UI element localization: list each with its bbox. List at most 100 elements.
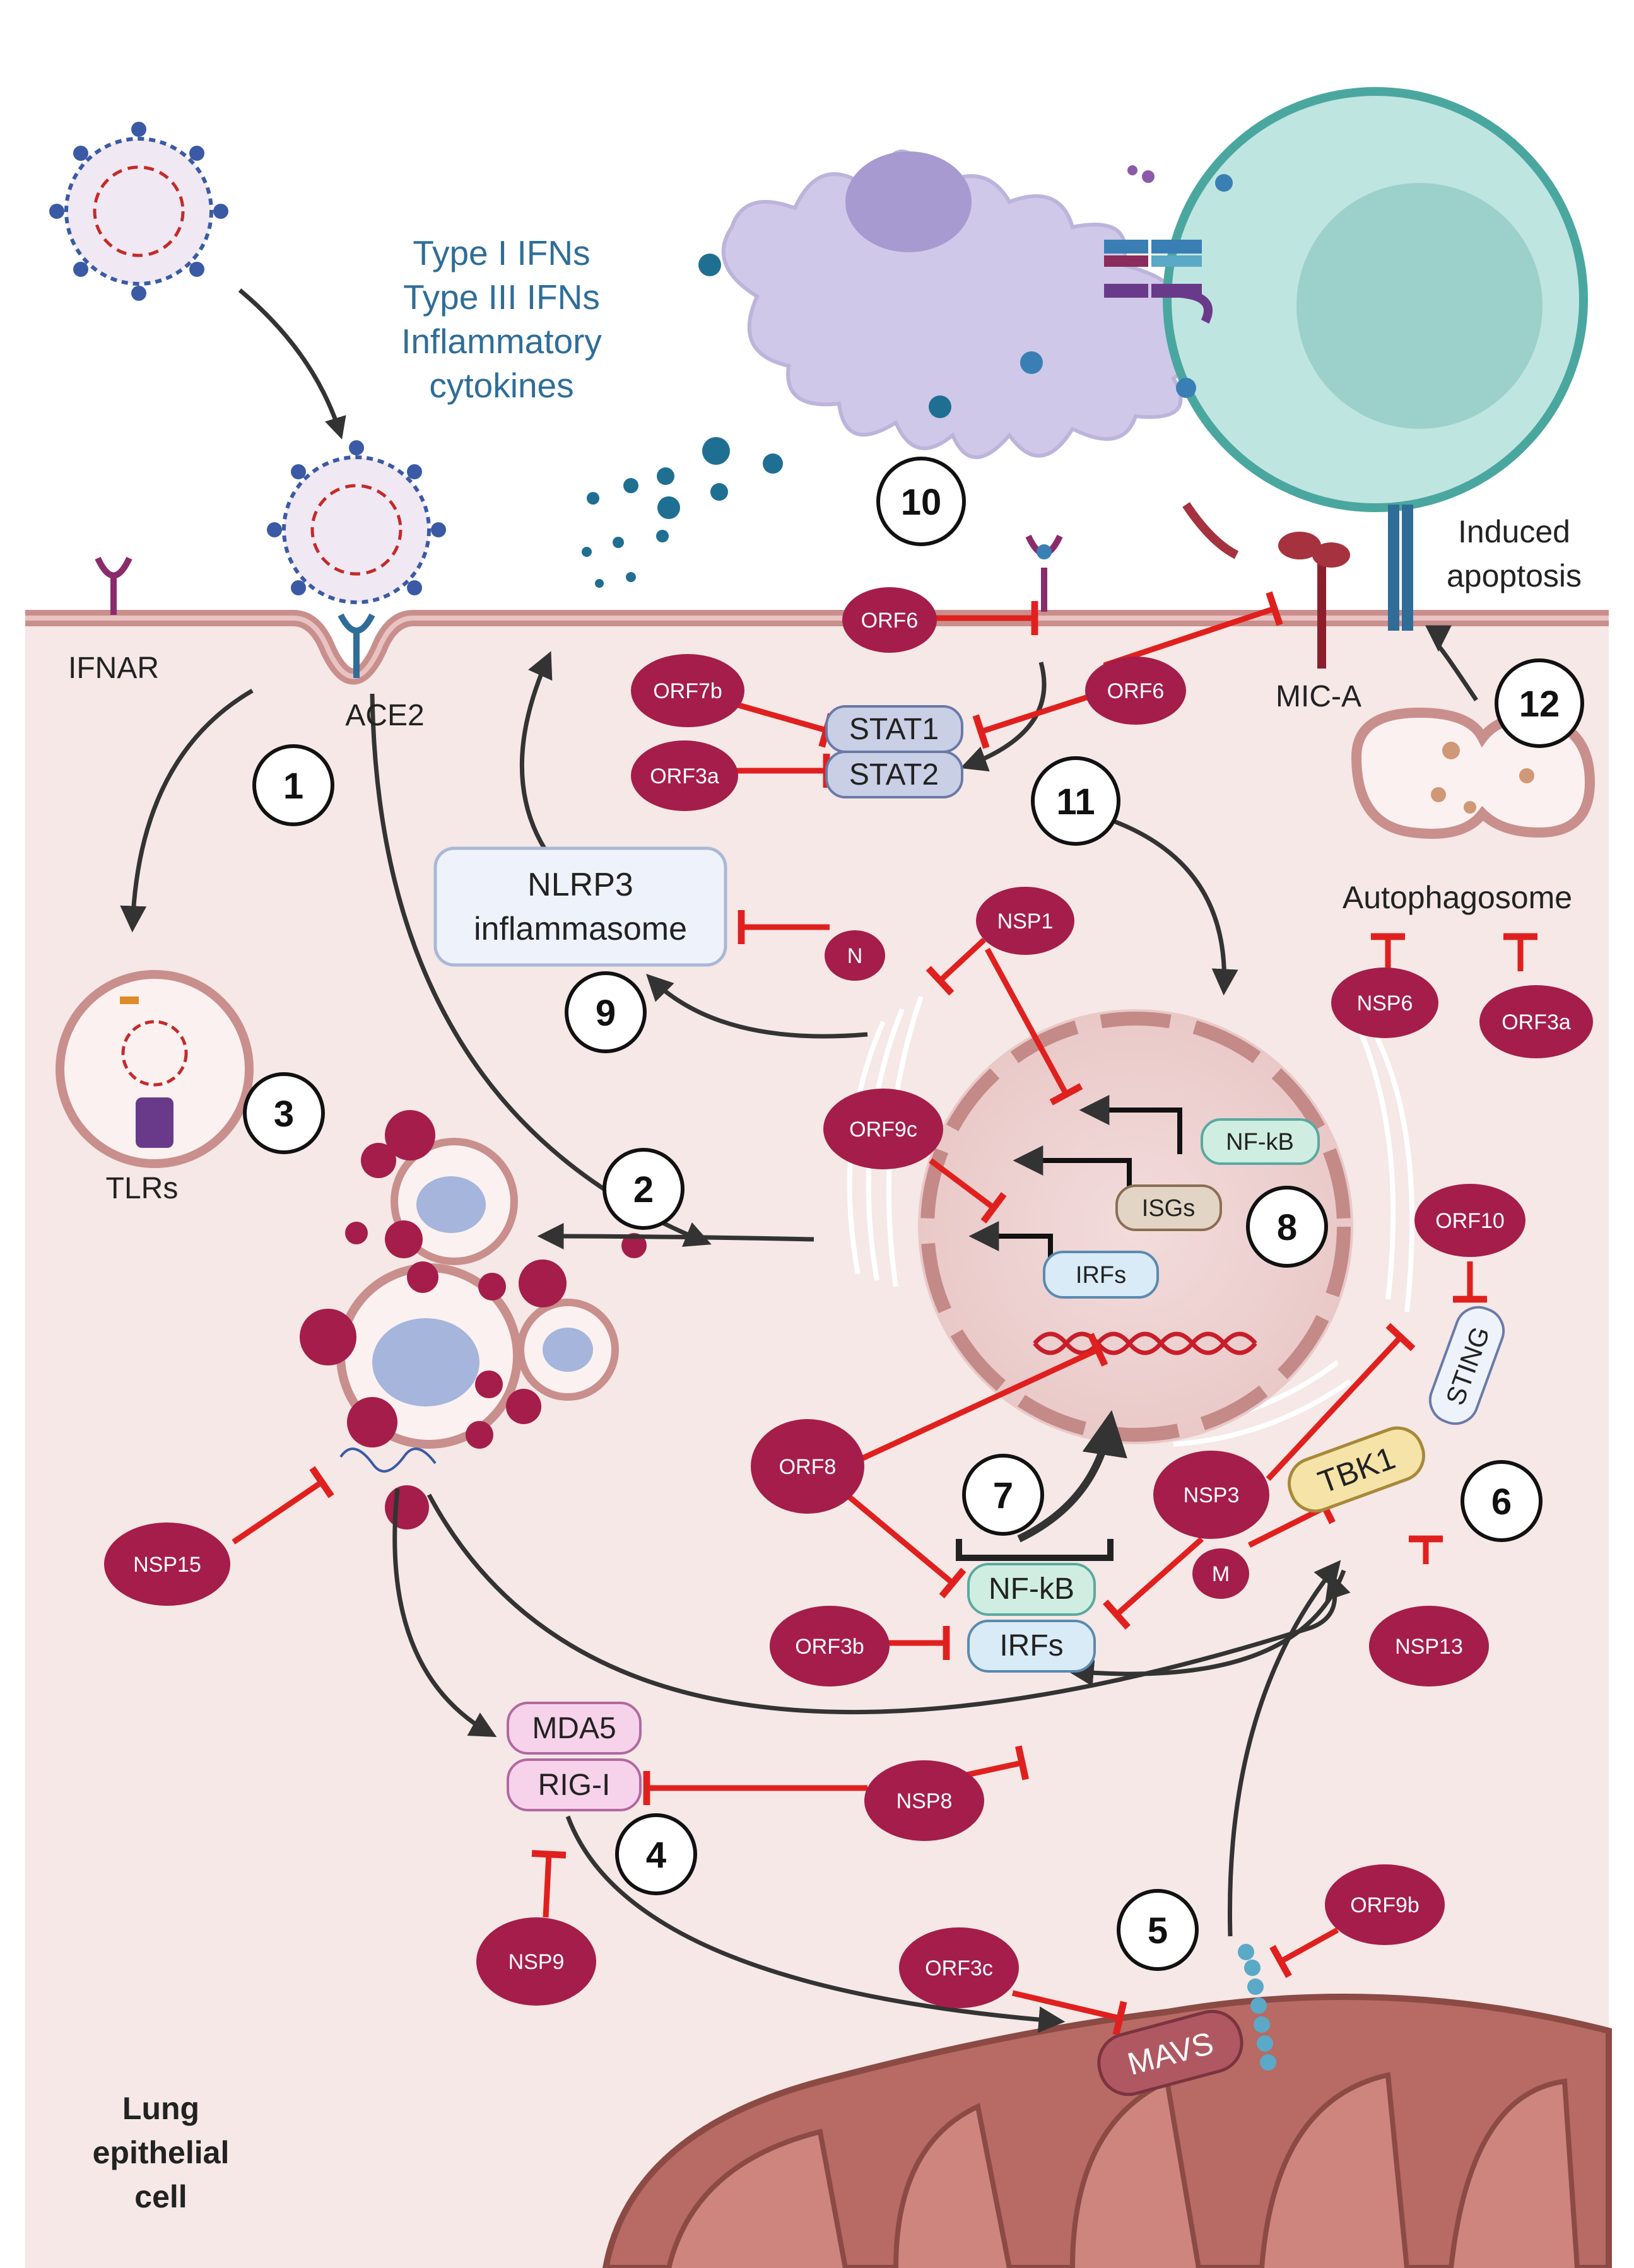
protein-orf3a-b: ORF3a bbox=[1479, 985, 1593, 1058]
ifn-label-2: Type III IFNs bbox=[403, 278, 600, 317]
virus-entry-arrow bbox=[238, 288, 346, 440]
ifn-label-4: cytokines bbox=[429, 366, 573, 405]
pathway-arrows bbox=[120, 625, 1478, 2033]
mavs-box: MAVS bbox=[1097, 2009, 1243, 2096]
protein-n: N bbox=[825, 930, 885, 981]
irfs-nuclear-label: IRFs bbox=[1076, 1262, 1126, 1289]
irfs-label: IRFs bbox=[999, 1629, 1063, 1663]
protein-orf3b: ORF3b bbox=[770, 1606, 890, 1686]
protein-m: M bbox=[1192, 1548, 1249, 1599]
orf9c-label: ORF9c bbox=[849, 1118, 917, 1142]
step-5: 5 bbox=[1117, 1889, 1199, 1971]
nsp6-label: NSP6 bbox=[1357, 991, 1413, 1015]
svg-text:9: 9 bbox=[596, 993, 616, 1034]
nsp9-label: NSP9 bbox=[508, 1950, 565, 1974]
ifnar-label: IFNAR bbox=[68, 652, 159, 685]
nlrp3-inflammasome-box: NLRP3 inflammasome bbox=[433, 846, 727, 967]
lysosome-cluster bbox=[300, 1110, 647, 1529]
step-3: 3 bbox=[243, 1072, 325, 1154]
stat1-box: STAT1 bbox=[825, 705, 963, 753]
protein-orf6-b: ORF6 bbox=[1085, 657, 1186, 725]
svg-text:8: 8 bbox=[1277, 1207, 1297, 1248]
protein-nsp15: NSP15 bbox=[104, 1523, 230, 1606]
stat2-label: STAT2 bbox=[849, 758, 939, 792]
step-1: 1 bbox=[252, 744, 334, 826]
protein-orf7b: ORF7b bbox=[631, 654, 744, 727]
svg-text:3: 3 bbox=[274, 1094, 294, 1135]
isgs-box: ISGs bbox=[1115, 1184, 1222, 1231]
step-9: 9 bbox=[565, 971, 647, 1053]
t-cell-nucleus bbox=[1296, 183, 1543, 429]
nfkb-label: NF-kB bbox=[989, 1572, 1074, 1606]
svg-text:11: 11 bbox=[1056, 781, 1095, 822]
m-label: M bbox=[1212, 1562, 1230, 1586]
rigi-label: RIG-I bbox=[538, 1768, 611, 1802]
svg-text:1: 1 bbox=[283, 766, 303, 807]
step-8: 8 bbox=[1246, 1186, 1328, 1268]
nsp8-label: NSP8 bbox=[896, 1789, 953, 1813]
orf9b-label: ORF9b bbox=[1350, 1893, 1419, 1917]
isgs-label: ISGs bbox=[1142, 1195, 1195, 1222]
inflammasome-label: inflammasome bbox=[474, 911, 687, 947]
ace2-receptor bbox=[338, 613, 375, 678]
virus-particle-extracellular bbox=[49, 122, 228, 301]
orf7b-label: ORF7b bbox=[653, 679, 722, 703]
apoptosis-label: apoptosis bbox=[1447, 558, 1582, 593]
ifn-label-1: Type I IFNs bbox=[413, 233, 590, 272]
protein-nsp9: NSP9 bbox=[476, 1917, 596, 2006]
stat1-label: STAT1 bbox=[849, 713, 939, 746]
irfs-nuclear-box: IRFs bbox=[1043, 1251, 1159, 1299]
endosome bbox=[56, 970, 254, 1168]
fas-receptor bbox=[1388, 505, 1413, 631]
mda5-label: MDA5 bbox=[532, 1712, 616, 1745]
step-12: 12 bbox=[1495, 658, 1584, 748]
sting-box: STING bbox=[1428, 1306, 1505, 1425]
protein-orf8: ORF8 bbox=[751, 1419, 864, 1514]
protein-nsp3: NSP3 bbox=[1153, 1451, 1269, 1539]
protein-orf3a-a: ORF3a bbox=[631, 740, 738, 811]
orf3b-label: ORF3b bbox=[795, 1635, 864, 1659]
nsp13-label: NSP13 bbox=[1395, 1635, 1463, 1659]
induced-label: Induced bbox=[1458, 514, 1570, 549]
orf3c-label: ORF3c bbox=[925, 1956, 993, 1980]
cell-label-line2: epithelial bbox=[93, 2135, 230, 2170]
orf3a-b-label: ORF3a bbox=[1502, 1010, 1571, 1034]
cytokine-particles bbox=[582, 254, 951, 588]
step-2: 2 bbox=[602, 1148, 685, 1230]
protein-nsp8: NSP8 bbox=[864, 1760, 984, 1841]
tlrs-label: TLRs bbox=[106, 1172, 179, 1205]
autophagosome-label: Autophagosome bbox=[1343, 880, 1572, 915]
step-4: 4 bbox=[615, 1813, 697, 1895]
protein-orf9c: ORF9c bbox=[823, 1089, 943, 1169]
mda5-box: MDA5 bbox=[507, 1702, 642, 1755]
ace2-label: ACE2 bbox=[345, 699, 424, 732]
mavs-anchor bbox=[1238, 1944, 1276, 2071]
nfkb-box: NF-kB bbox=[967, 1563, 1096, 1616]
n-label: N bbox=[847, 944, 863, 968]
svg-text:2: 2 bbox=[633, 1169, 654, 1210]
step-6: 6 bbox=[1461, 1460, 1543, 1542]
irfs-box: IRFs bbox=[967, 1620, 1096, 1673]
protein-nsp1: NSP1 bbox=[976, 887, 1074, 955]
ifn-receptor-top bbox=[1025, 534, 1063, 612]
nlrp3-label: NLRP3 bbox=[527, 867, 633, 903]
svg-text:6: 6 bbox=[1491, 1482, 1512, 1523]
orf8-label: ORF8 bbox=[779, 1455, 837, 1479]
immune-synapse-receptors bbox=[1020, 165, 1233, 398]
ifn-label-3: Inflammatory bbox=[401, 322, 602, 361]
stat2-box: STAT2 bbox=[825, 751, 963, 798]
tbk1-box: TBK1 bbox=[1288, 1426, 1425, 1513]
step-7: 7 bbox=[962, 1454, 1044, 1536]
mica-receptor bbox=[1182, 502, 1350, 669]
ifnar-receptor bbox=[95, 556, 132, 615]
svg-text:10: 10 bbox=[901, 482, 942, 523]
cell-label-line1: Lung bbox=[122, 2091, 199, 2126]
orf3a-a-label: ORF3a bbox=[650, 764, 719, 788]
step-10: 10 bbox=[876, 457, 966, 546]
cell-label-line3: cell bbox=[134, 2179, 187, 2214]
nsp1-label: NSP1 bbox=[997, 909, 1054, 933]
protein-orf3c: ORF3c bbox=[899, 1927, 1019, 2008]
nsp15-label: NSP15 bbox=[133, 1553, 201, 1577]
virus-particle-bound bbox=[267, 440, 446, 604]
